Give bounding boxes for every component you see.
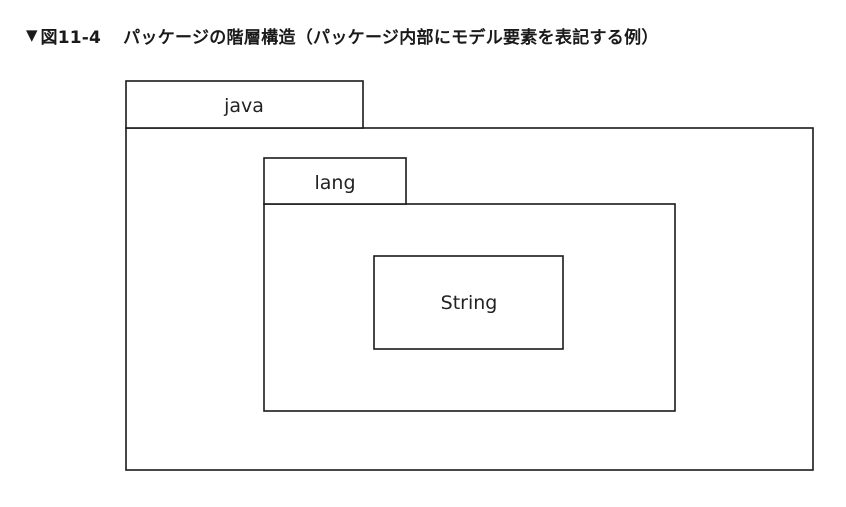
figure-title: パッケージの階層構造（パッケージ内部にモデル要素を表記する例） — [123, 27, 659, 48]
package-java-label: java — [223, 95, 264, 117]
package-lang-label: lang — [314, 172, 355, 194]
caption-marker-icon: ▼ — [26, 25, 38, 44]
package-java-tab — [125, 80, 364, 129]
package-lang-tab — [263, 157, 407, 205]
figure-number: 図11-4 — [40, 27, 102, 48]
class-string-box — [373, 255, 564, 350]
class-string-label: String — [441, 292, 498, 314]
class-string: String — [373, 255, 564, 350]
figure-caption: ▼ 図11-4 パッケージの階層構造（パッケージ内部にモデル要素を表記する例） — [26, 22, 659, 48]
